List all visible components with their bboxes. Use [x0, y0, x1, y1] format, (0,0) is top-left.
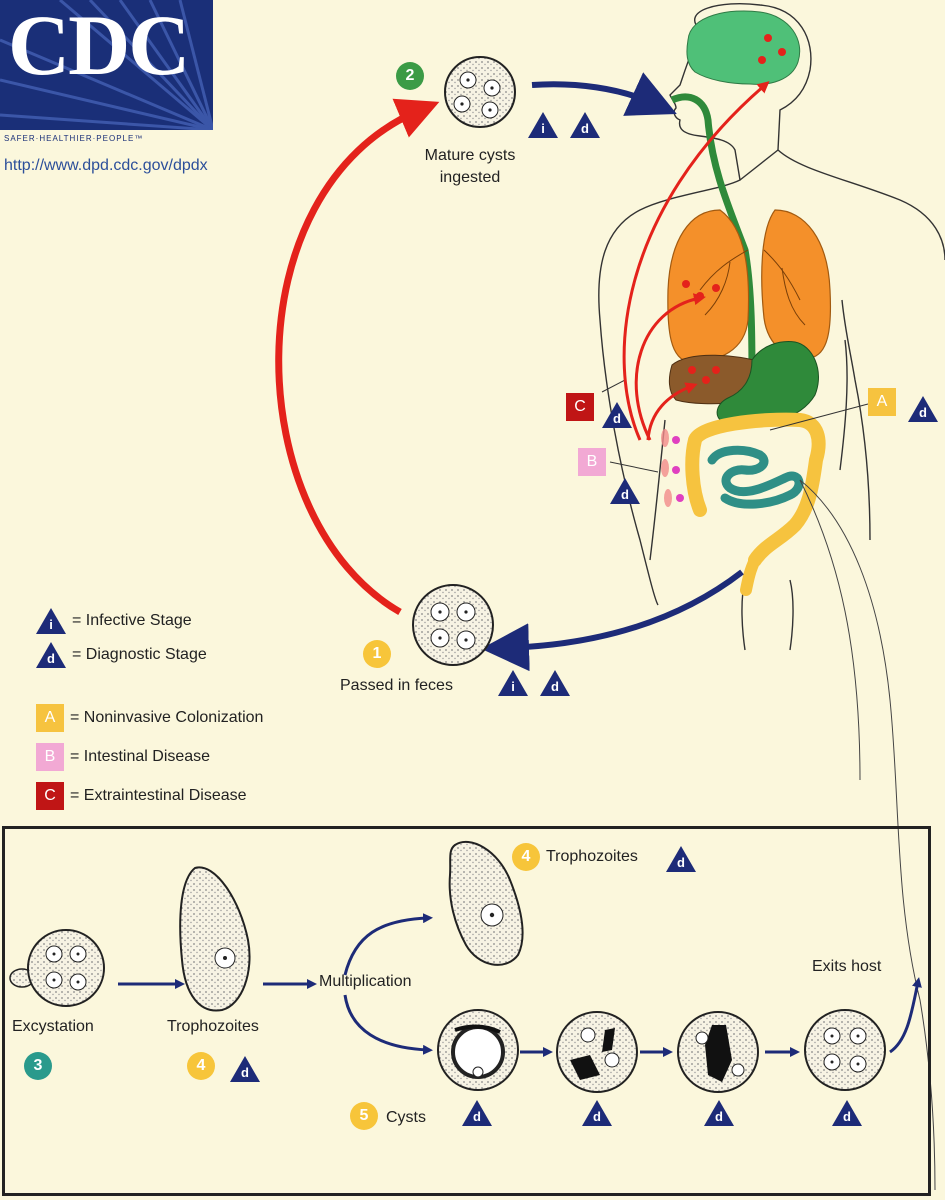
- legend-infective-icon: i: [36, 608, 66, 634]
- inset-arrows: [118, 913, 922, 1057]
- excystation-label: Excystation: [12, 1018, 94, 1035]
- stage-2-label-line2: ingested: [439, 169, 501, 186]
- legend-a: A = Noninvasive Colonization: [36, 704, 263, 732]
- legend-disease: A = Noninvasive Colonization B = Intesti…: [36, 704, 263, 810]
- arrow-body-to-feces: [481, 569, 744, 672]
- bronchi: [699, 249, 806, 326]
- multiplication-label: Multiplication: [319, 973, 412, 990]
- logo-tagline: SAFER·HEALTHIER·PEOPLE™: [4, 134, 144, 143]
- legend-c-icon: C: [36, 782, 64, 810]
- inset-frame: [2, 826, 931, 1196]
- brain: [686, 10, 801, 85]
- legend-diagnostic-icon: d: [36, 642, 66, 668]
- logo-rays: [0, 0, 213, 130]
- stage-5-marker: 5: [350, 1102, 378, 1130]
- stage-4-marker: 4: [187, 1052, 215, 1080]
- intestinal-lesions: [661, 429, 684, 507]
- arrow-feces-to-ingestion: [275, 98, 440, 616]
- human-body-outline: [598, 3, 945, 651]
- stage-3-marker: 3: [24, 1052, 52, 1080]
- stage-4-top-marker: 4: [512, 843, 540, 871]
- legend-b: B = Intestinal Disease: [36, 743, 263, 771]
- trophozoites-top-label: Trophozoites: [546, 848, 638, 865]
- exits-host-label: Exits host: [812, 958, 882, 975]
- cdc-logo: CDC: [0, 0, 213, 130]
- legend-diagnostic-text: = Diagnostic Stage: [72, 646, 207, 663]
- precyst-1: [437, 1009, 519, 1091]
- stage-2-marker: 2: [396, 62, 424, 90]
- legend-infective: i = Infective Stage: [36, 608, 207, 634]
- brain-lesions: [758, 34, 786, 64]
- stage-1-label: Passed in feces: [340, 677, 453, 694]
- stage-1-marker: 1: [363, 640, 391, 668]
- legend: i = Infective Stage d = Diagnostic Stage: [36, 608, 207, 668]
- mature-cyst-ingested: [444, 56, 516, 128]
- legend-a-icon: A: [36, 704, 64, 732]
- legend-c-text: = Extraintestinal Disease: [70, 787, 247, 804]
- right-lung: [761, 209, 832, 359]
- arrow-ingestion-to-mouth: [531, 72, 677, 116]
- legend-b-text: = Intestinal Disease: [70, 748, 211, 765]
- legend-infective-text: = Infective Stage: [72, 612, 192, 629]
- marker-a-noninvasive: A: [868, 388, 896, 416]
- trophozoites-label: Trophozoites: [167, 1018, 259, 1035]
- marker-c-extraintestinal: C: [566, 393, 594, 421]
- colon: [685, 412, 826, 567]
- trophozoite-center: [179, 866, 251, 1012]
- legend-c: C = Extraintestinal Disease: [36, 782, 263, 810]
- liver-lesions: [688, 366, 720, 384]
- stage-2-label-line1: Mature cysts: [424, 147, 516, 164]
- cyst-passed-in-feces: [412, 584, 494, 666]
- mature-cyst: [804, 1009, 886, 1091]
- logo-letters: CDC: [8, 0, 190, 93]
- spread-arrows: [622, 81, 770, 441]
- left-lung: [667, 209, 750, 363]
- esophagus: [670, 93, 756, 381]
- source-url: http://www.dpd.cdc.gov/dpdx: [4, 157, 208, 174]
- cysts-label: Cysts: [386, 1109, 426, 1126]
- rectum: [740, 554, 761, 596]
- precyst-3: [677, 1011, 759, 1093]
- trophozoite-top: [448, 840, 524, 966]
- marker-b-intestinal: B: [578, 448, 606, 476]
- small-intestine: [707, 445, 804, 509]
- excystation-cyst: [9, 929, 105, 1007]
- marker-pointer-lines: [601, 379, 869, 473]
- legend-b-icon: B: [36, 743, 64, 771]
- precyst-2: [556, 1011, 638, 1093]
- stage-2-label: Mature cysts ingested: [420, 145, 520, 189]
- legend-a-text: = Noninvasive Colonization: [70, 709, 264, 726]
- legend-diagnostic: d = Diagnostic Stage: [36, 642, 207, 668]
